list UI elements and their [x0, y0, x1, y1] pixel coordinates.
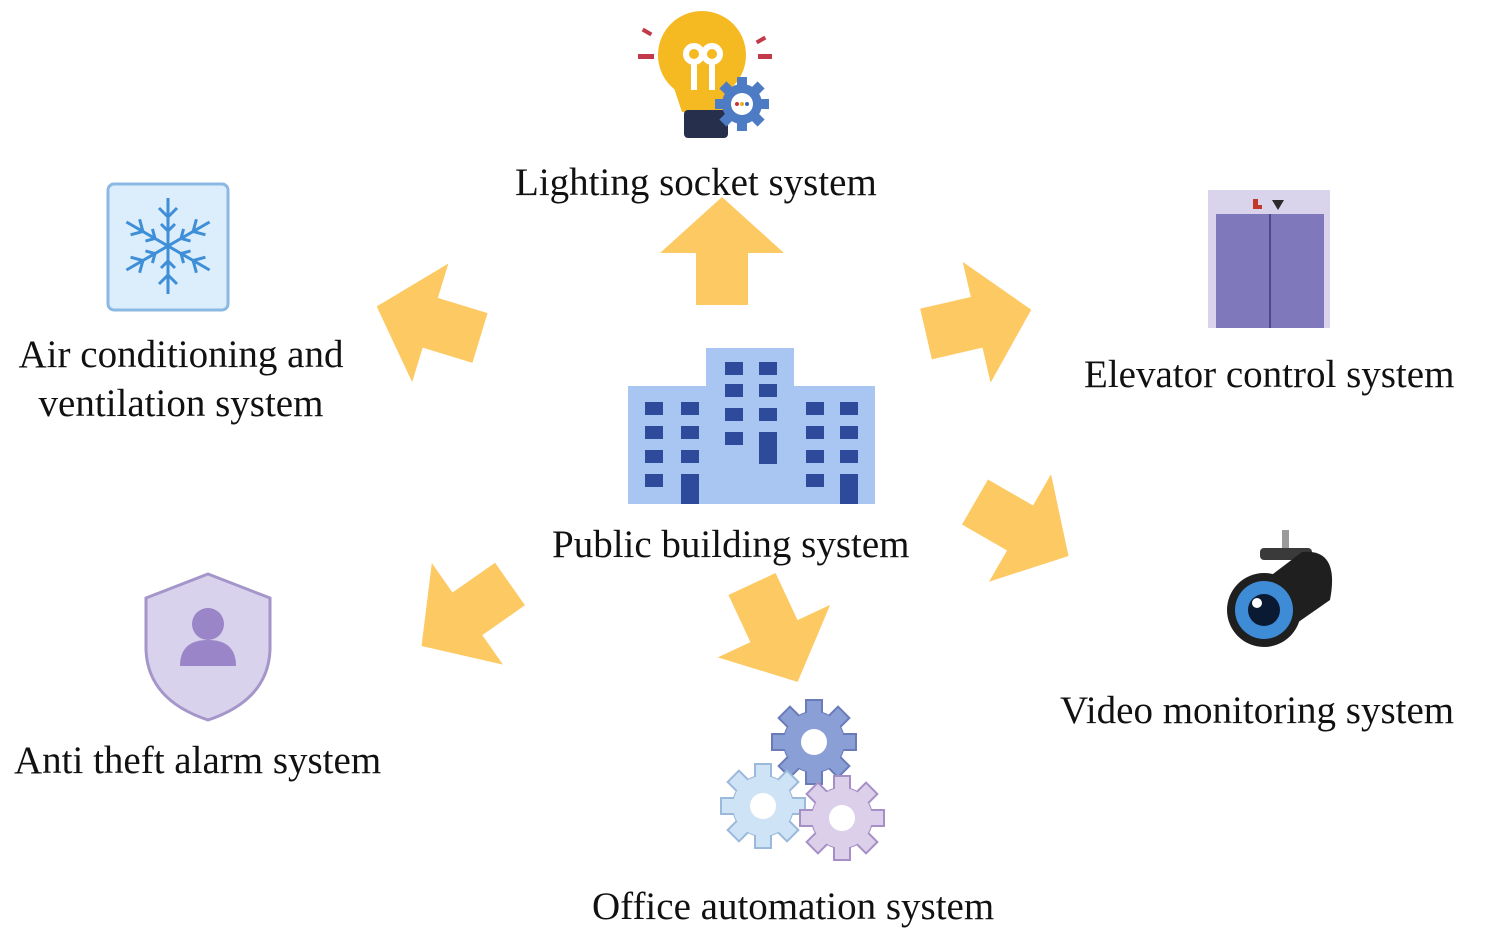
office-building-icon [628, 348, 875, 504]
security-camera-icon [1227, 530, 1333, 647]
arrow-to-aircon [376, 263, 488, 383]
elevator-label: Elevator control system [1084, 353, 1455, 396]
office-label: Office automation system [592, 885, 995, 928]
lightbulb-gear-icon [638, 11, 772, 138]
arrow-to-elevator [920, 261, 1032, 383]
arrow-to-lighting [660, 197, 784, 305]
elevator-icon [1208, 190, 1330, 328]
shield-user-icon [144, 572, 272, 722]
aircon-label: Air conditioning and ventilation system [0, 330, 362, 429]
center-label: Public building system [552, 523, 910, 566]
video-label: Video monitoring system [1060, 689, 1455, 732]
aircon-label-line1: Air conditioning and [18, 333, 344, 376]
antitheft-label: Anti theft alarm system [14, 739, 382, 782]
arrow-to-office [717, 573, 831, 682]
arrows [376, 197, 1069, 682]
arrow-to-antitheft [421, 562, 525, 665]
snowflake-icon [106, 182, 230, 312]
gears-icon [720, 699, 885, 861]
lighting-label: Lighting socket system [515, 161, 877, 204]
aircon-label-line2: ventilation system [38, 381, 324, 425]
arrow-to-video [962, 474, 1069, 582]
